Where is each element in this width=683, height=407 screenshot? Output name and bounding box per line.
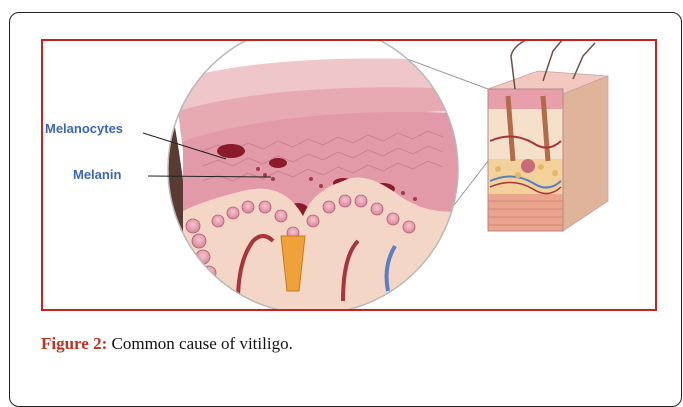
page: Melanocytes Melanin Figure 2: Common cau… (0, 0, 683, 397)
melanin-label: Melanin (73, 167, 121, 182)
skin-block-diagram (488, 41, 608, 231)
melanocytes-label: Melanocytes (45, 121, 123, 136)
caption-label: Figure 2: (41, 334, 107, 353)
figure-image-frame: Melanocytes Melanin (41, 39, 657, 311)
skin-anatomy-illustration (43, 41, 655, 309)
caption-text: Common cause of vitiligo. (107, 334, 293, 353)
figure-caption: Figure 2: Common cause of vitiligo. (41, 334, 293, 354)
